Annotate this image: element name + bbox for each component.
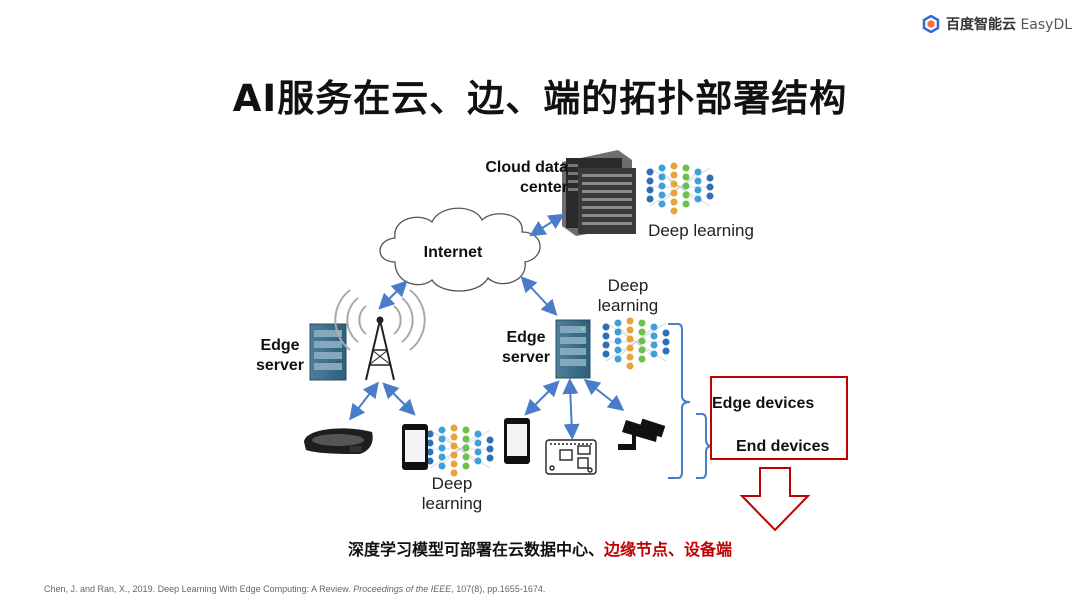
smartphone-icon (402, 424, 428, 470)
end-devices-label: End devices (736, 438, 830, 455)
deep-learning-cloud-label: Deep learning (648, 221, 754, 240)
internet-cloud-icon (379, 207, 541, 292)
down-arrow-icon (739, 467, 811, 532)
edge-server-right-icon (555, 319, 591, 379)
slide-title: AI服务在云、边、端的拓扑部署结构 (232, 77, 848, 120)
citation: Chen, J. and Ran, X., 2019. Deep Learnin… (44, 584, 546, 594)
security-camera-icon (618, 418, 666, 450)
internet-label: Internet (423, 244, 483, 261)
brand-logo: 百度智能云 EasyDL (922, 14, 1072, 34)
neural-network-icon (646, 162, 714, 215)
slide-caption: 深度学习模型可部署在云数据中心、边缘节点、设备端 (347, 540, 733, 559)
cube-logo-icon (922, 15, 940, 33)
circuit-board-icon (545, 439, 597, 475)
grouping-braces (668, 323, 713, 479)
datacenter-servers-icon (562, 150, 636, 236)
edge-devices-label: Edge devices (712, 395, 815, 412)
neural-network-icon (426, 424, 494, 477)
connection-arrows (349, 213, 625, 440)
logo-text: 百度智能云 EasyDL (946, 17, 1073, 33)
devices-highlight-box (710, 376, 848, 460)
smartphone-icon (504, 418, 530, 464)
vr-headset-icon (304, 428, 373, 454)
cell-tower-icon (334, 289, 426, 381)
edge-server-left-icon (309, 323, 347, 381)
neural-network-icon (602, 317, 670, 370)
